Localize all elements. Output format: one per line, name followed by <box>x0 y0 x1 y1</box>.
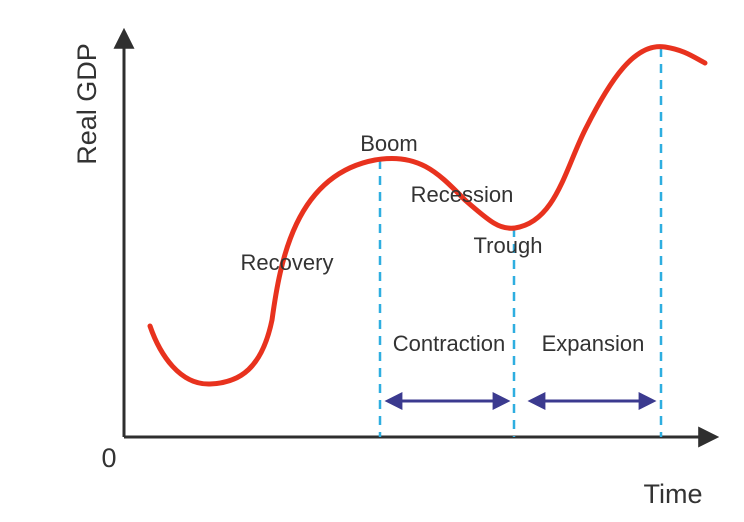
x-axis-label: Time <box>644 479 703 509</box>
y-axis-label: Real GDP <box>72 43 102 165</box>
contraction-label: Contraction <box>393 331 506 356</box>
recovery-label: Recovery <box>241 250 334 275</box>
gdp-cycle-curve <box>147 44 708 387</box>
trough-label: Trough <box>474 233 543 258</box>
boom-label: Boom <box>360 131 417 156</box>
origin-label: 0 <box>101 443 116 473</box>
expansion-label: Expansion <box>542 331 645 356</box>
recession-label: Recession <box>411 182 514 207</box>
